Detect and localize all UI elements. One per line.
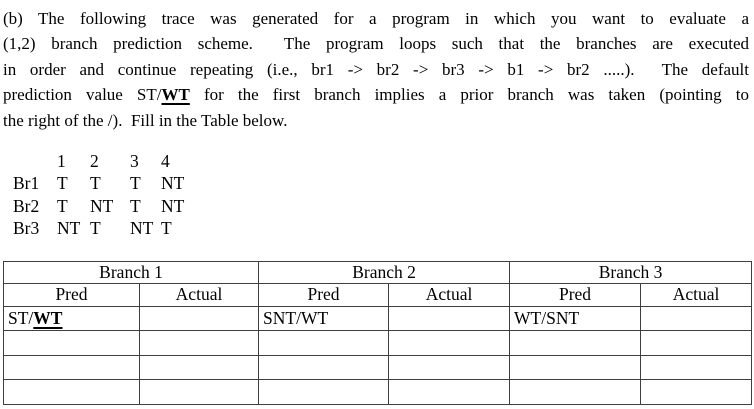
trace-col-header: 1 — [57, 151, 66, 172]
answer-cell — [258, 354, 390, 381]
trace-col-header: 2 — [90, 151, 99, 172]
branch-header-row: Branch 1 Branch 2 Branch 3 — [2, 260, 753, 284]
question-paragraph: (b) The following trace was generated fo… — [3, 6, 749, 133]
default-prediction-mark: WT — [161, 85, 190, 105]
trace-value: NT — [57, 218, 81, 239]
answer-cell — [3, 330, 140, 356]
branch1-actual-header: Actual — [138, 282, 260, 307]
trace-col-header: 4 — [161, 151, 170, 172]
branch3-pred-header: Pred — [509, 282, 642, 307]
answer-cell — [388, 354, 511, 381]
trace-row-br3: Br3 NT T NT T — [13, 217, 754, 239]
trace-row-br2: Br2 T NT T NT — [13, 195, 754, 217]
answer-cell — [509, 330, 642, 356]
table-row-3 — [3, 354, 753, 381]
trace-value: NT — [130, 218, 154, 239]
table-row-2 — [3, 330, 753, 356]
trace-value: T — [57, 195, 68, 216]
answer-cell — [640, 379, 753, 405]
pred-mark: WT — [33, 307, 63, 328]
answer-cell — [509, 379, 642, 405]
trace-value: NT — [90, 195, 114, 216]
question-line-5: the right of the /). Fill in the Table b… — [3, 110, 288, 130]
table-row-1: ST/WT SNT/WT WT/SNT — [3, 305, 753, 332]
trace-row-br1: Br1 T T T NT — [13, 172, 754, 194]
question-line-3: in order and continue repeating (i.e., b… — [3, 59, 749, 79]
question-line-2: (1,2) branch prediction scheme. The prog… — [3, 34, 749, 54]
answer-cell — [3, 354, 140, 381]
branch2-actual-cell — [388, 305, 511, 332]
branch-2-header: Branch 2 — [258, 260, 511, 284]
answer-cell — [138, 330, 260, 356]
answer-cell — [258, 379, 390, 405]
trace-value: T — [161, 218, 172, 239]
branch1-pred-header: Pred — [3, 282, 140, 307]
answer-cell — [640, 330, 753, 356]
trace-row-label: Br2 — [13, 195, 40, 216]
branch1-actual-cell — [138, 305, 260, 332]
branch2-actual-header: Actual — [388, 282, 511, 307]
trace-value: T — [90, 218, 101, 239]
answer-cell — [3, 379, 140, 405]
branch3-pred-default-cell: WT/SNT — [509, 305, 642, 332]
trace-value: NT — [161, 195, 185, 216]
answer-cell — [258, 330, 390, 356]
trace-col-header: 3 — [130, 151, 139, 172]
trace-value: T — [130, 173, 141, 194]
prediction-table: Branch 1 Branch 2 Branch 3 Pred Actual P… — [2, 260, 753, 405]
trace-listing: 1 2 3 4 Br1 T T T NT Br2 T NT T NT Br3 N… — [13, 150, 754, 240]
branch3-actual-header: Actual — [640, 282, 753, 307]
answer-cell — [138, 379, 260, 405]
answer-cell — [388, 330, 511, 356]
question-line-4-after: for the first branch implies a prior bra… — [189, 85, 749, 105]
branch3-actual-cell — [640, 305, 753, 332]
trace-row-label: Br1 — [13, 173, 40, 194]
trace-header-spacer — [13, 150, 57, 172]
trace-value: T — [57, 173, 68, 194]
trace-header-row: 1 2 3 4 — [13, 150, 754, 172]
answer-cell — [388, 379, 511, 405]
trace-value: NT — [161, 173, 185, 194]
answer-cell — [640, 354, 753, 381]
branch2-pred-header: Pred — [258, 282, 390, 307]
trace-row-label: Br3 — [13, 218, 40, 239]
pred-prefix: ST/ — [8, 307, 34, 328]
branch-3-header: Branch 3 — [509, 260, 753, 284]
question-line-4-before: prediction value ST/ — [3, 85, 162, 105]
branch-1-header: Branch 1 — [2, 260, 260, 284]
answer-cell — [509, 354, 642, 381]
question-line-4: prediction value ST/WT for the first bra… — [3, 82, 749, 107]
trace-value: T — [90, 173, 101, 194]
trace-value: T — [130, 195, 141, 216]
answer-cell — [138, 354, 260, 381]
table-row-4 — [3, 379, 753, 405]
branch2-pred-default-cell: SNT/WT — [258, 305, 390, 332]
question-line-1: (b) The following trace was generated fo… — [3, 9, 749, 28]
branch1-pred-default-cell: ST/WT — [3, 305, 140, 332]
subheader-row: Pred Actual Pred Actual Pred Actual — [3, 282, 753, 307]
